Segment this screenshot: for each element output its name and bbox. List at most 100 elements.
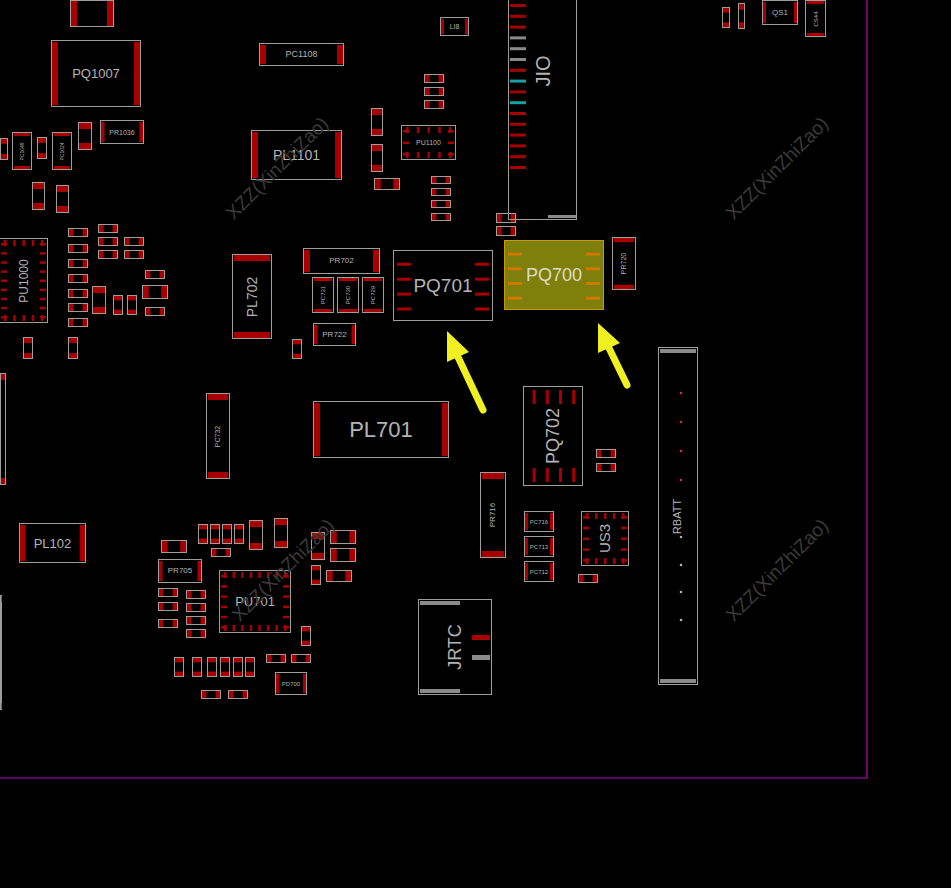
pad xyxy=(260,45,266,64)
part-outline xyxy=(69,304,88,312)
pad xyxy=(216,691,220,698)
part-outline xyxy=(1,139,8,160)
pad xyxy=(339,278,357,281)
small-part xyxy=(597,464,616,472)
small-part xyxy=(221,658,230,677)
small-part xyxy=(1,139,8,160)
small-part xyxy=(250,521,263,550)
pad xyxy=(327,571,333,581)
watermark: XZZ(XinZhiZao) xyxy=(723,516,832,625)
pad xyxy=(208,394,228,400)
pad xyxy=(397,263,411,266)
part-outline xyxy=(125,251,144,259)
pad xyxy=(201,604,205,611)
pad xyxy=(4,240,7,246)
pad xyxy=(83,245,87,252)
component-pads xyxy=(533,390,576,482)
pad xyxy=(283,595,289,598)
pad xyxy=(107,1,113,26)
pad xyxy=(69,229,73,236)
pad xyxy=(1,703,3,709)
pad xyxy=(586,297,600,300)
pad xyxy=(23,240,26,246)
pad xyxy=(161,286,167,298)
part-outline xyxy=(146,308,165,316)
pad xyxy=(23,315,26,321)
pad xyxy=(364,309,382,312)
pad xyxy=(794,2,797,23)
pad xyxy=(583,527,589,530)
pad xyxy=(441,19,444,34)
pad xyxy=(417,152,420,158)
part-designator: PC732 xyxy=(215,425,222,446)
pad xyxy=(614,238,634,242)
small-part xyxy=(1,596,2,710)
pin-dot xyxy=(680,421,683,424)
part-outline xyxy=(99,238,118,246)
pad xyxy=(482,473,504,479)
small-part xyxy=(425,88,444,96)
part-outline xyxy=(235,525,244,544)
pad xyxy=(234,672,242,676)
pad xyxy=(559,468,562,482)
pad xyxy=(69,353,77,358)
pin-dot xyxy=(680,619,683,622)
component-outline: PC729 xyxy=(362,277,384,313)
pad xyxy=(32,315,35,321)
pad xyxy=(349,531,355,543)
pad xyxy=(40,280,46,283)
component-outline: JIO xyxy=(508,0,577,220)
pad xyxy=(475,263,489,266)
part-designator: PQ700 xyxy=(526,266,582,284)
pad xyxy=(510,69,526,72)
pad xyxy=(579,575,583,582)
pad xyxy=(525,538,528,555)
pad xyxy=(1,307,7,310)
pad xyxy=(593,575,597,582)
pad xyxy=(335,132,341,178)
pad xyxy=(510,47,526,50)
part-designator: PQ701 xyxy=(413,276,472,295)
component-outline: PC1108 xyxy=(259,43,344,66)
part-designator: PC713 xyxy=(530,544,548,550)
pad xyxy=(511,227,515,235)
small-part xyxy=(375,179,400,190)
pad xyxy=(159,561,163,581)
pad xyxy=(432,177,436,183)
component-pads xyxy=(510,4,576,218)
pad xyxy=(93,287,105,293)
component-pads xyxy=(314,278,332,312)
small-part xyxy=(69,229,88,237)
arrow-shaft xyxy=(458,357,483,410)
component-pads xyxy=(208,394,228,478)
part-outline xyxy=(69,229,88,237)
pad xyxy=(739,22,744,28)
pad xyxy=(80,525,85,561)
component-outline: PC1049 xyxy=(12,132,32,170)
pad xyxy=(432,189,436,195)
component-outline: PR1036 xyxy=(100,120,144,144)
pad xyxy=(202,691,206,698)
part-outline xyxy=(212,549,231,557)
pad xyxy=(533,468,536,482)
pad xyxy=(276,674,279,693)
pad xyxy=(128,296,136,300)
pad xyxy=(83,319,87,326)
small-part xyxy=(425,101,444,109)
pad xyxy=(243,691,247,698)
pin-dot xyxy=(680,479,683,482)
pad xyxy=(93,307,105,313)
part-outline xyxy=(79,123,92,150)
component-pads xyxy=(304,250,379,272)
pad xyxy=(283,616,289,619)
pad xyxy=(439,75,443,82)
pad xyxy=(71,1,77,26)
component-pads xyxy=(1,240,46,321)
part-outline xyxy=(425,88,444,96)
small-part xyxy=(125,238,144,246)
pad xyxy=(397,293,411,296)
part-outline xyxy=(211,525,220,544)
pad xyxy=(417,127,420,133)
component-pads xyxy=(403,127,454,158)
pad xyxy=(235,525,243,529)
